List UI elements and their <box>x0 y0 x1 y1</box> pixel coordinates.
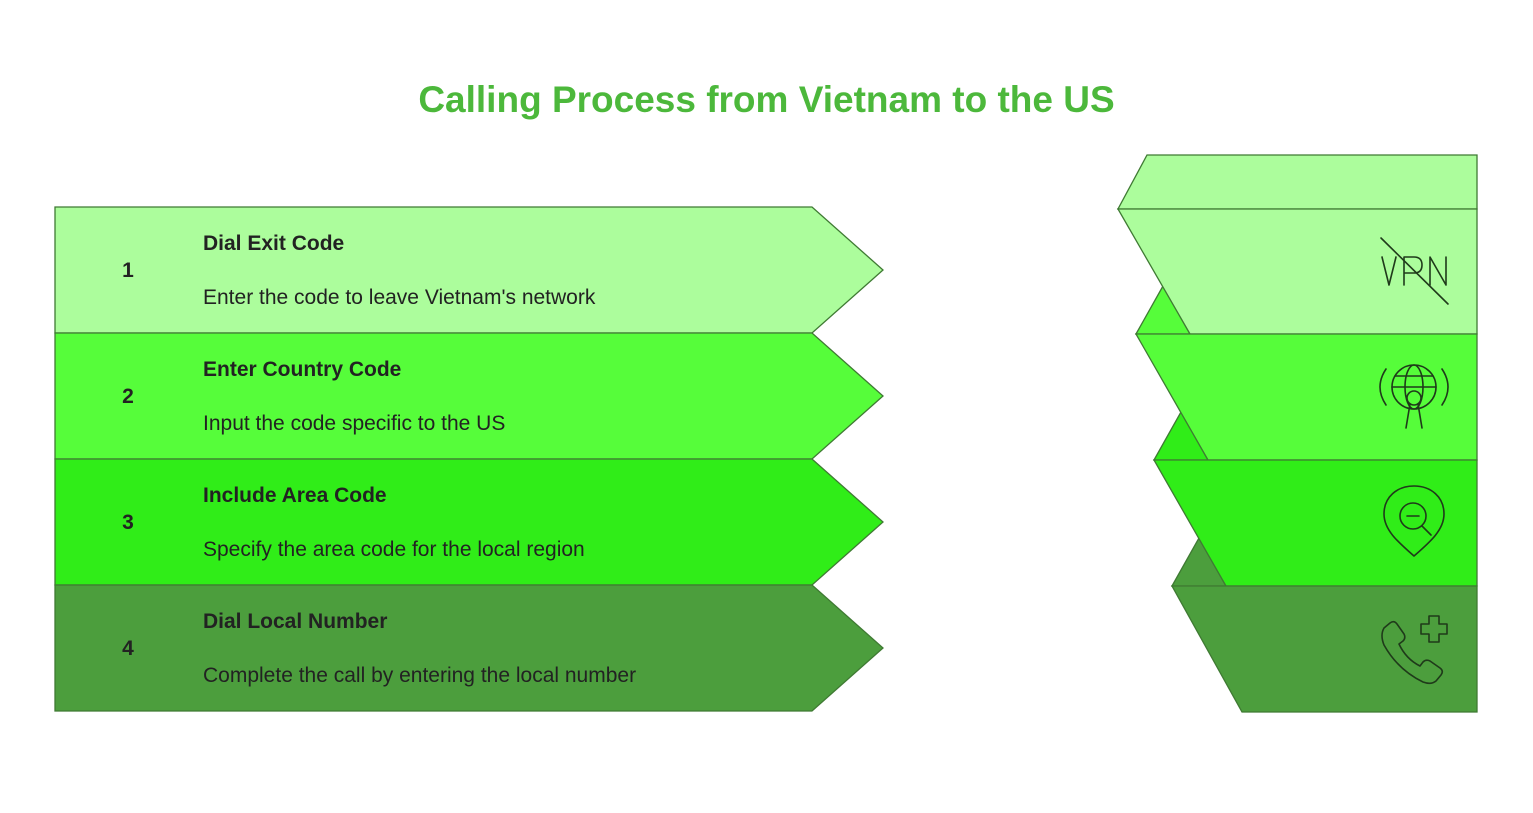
icon-panels <box>1116 154 1478 713</box>
step-2-description: Input the code specific to the US <box>203 412 506 435</box>
step-3-title: Include Area Code <box>203 484 387 507</box>
vpn-off-icon <box>1380 237 1449 305</box>
step-4-arrow <box>54 584 884 712</box>
step-3-arrow <box>54 458 884 586</box>
step-4-title: Dial Local Number <box>203 610 388 633</box>
step-arrows <box>54 206 884 712</box>
step-3-description: Specify the area code for the local regi… <box>203 538 585 561</box>
step-1-arrow <box>54 206 884 334</box>
phone-plus-icon <box>1381 615 1448 685</box>
step-2-number: 2 <box>122 385 134 408</box>
step-4-number: 4 <box>122 637 134 660</box>
step-1-number: 1 <box>122 259 134 282</box>
step-2-arrow <box>54 332 884 460</box>
diagram-title: Calling Process from Vietnam to the US <box>418 79 1115 120</box>
panel-1-top-face <box>1116 154 1478 210</box>
step-3-number: 3 <box>122 511 134 534</box>
step-1-description: Enter the code to leave Vietnam's networ… <box>203 286 596 309</box>
panel-4-face <box>1170 585 1478 713</box>
step-1-title: Dial Exit Code <box>203 232 345 255</box>
satellite-globe-icon <box>1379 364 1449 429</box>
step-2-title: Enter Country Code <box>203 358 402 381</box>
step-4-description: Complete the call by entering the local … <box>203 664 637 687</box>
location-search-icon <box>1383 485 1445 557</box>
